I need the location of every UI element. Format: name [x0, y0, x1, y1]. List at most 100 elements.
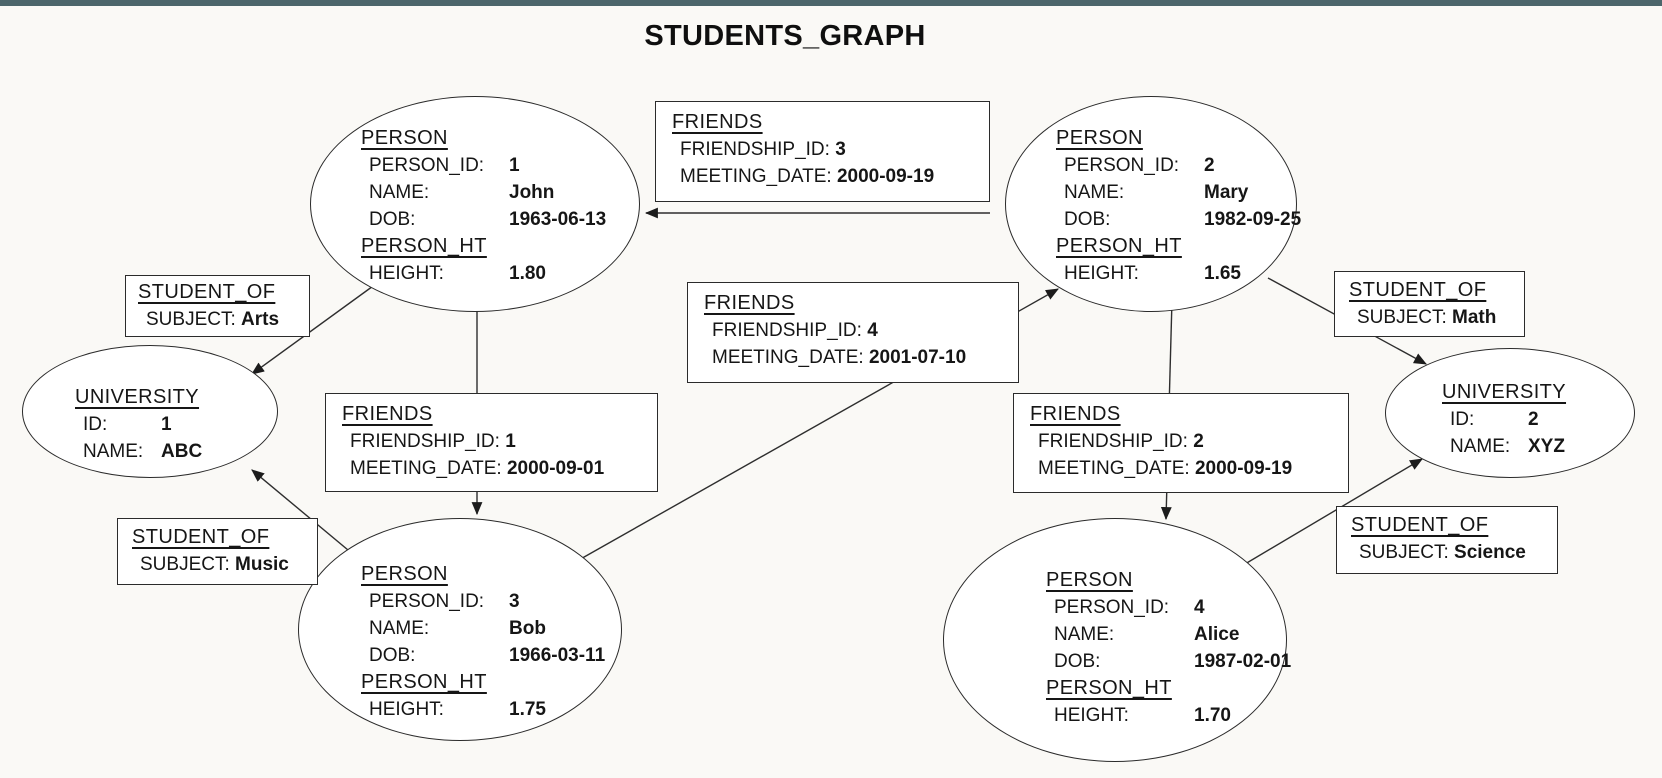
node-type-label: PERSON	[361, 563, 448, 585]
property-label: NAME:	[1450, 436, 1511, 457]
property-label: DOB:	[1054, 651, 1101, 672]
property-value: 3	[509, 591, 520, 612]
relationship-type-label: FRIENDS	[672, 111, 763, 133]
property-row: DOB: 1963-06-13	[361, 206, 639, 233]
relationship-type-label: STUDENT_OF	[1349, 279, 1487, 301]
relationship-type-label: STUDENT_OF	[138, 281, 276, 303]
property-value: ABC	[161, 441, 203, 462]
property-value: 1982-09-25	[1204, 209, 1302, 230]
window-accent-bar	[0, 0, 1662, 6]
property-value: Bob	[509, 618, 546, 639]
node-type-label: PERSON_HT	[361, 235, 487, 257]
node-type-label: UNIVERSITY	[1442, 381, 1567, 403]
university-node-1: UNIVERSITY ID: 1 NAME:ABC	[22, 345, 278, 478]
property-row: PERSON_ID: 1	[361, 152, 639, 179]
property-row: FRIENDSHIP_ID: 3	[672, 136, 989, 163]
property-row: FRIENDSHIP_ID: 1	[342, 428, 657, 455]
property-value: 2	[1204, 155, 1215, 176]
property-row: FRIENDSHIP_ID: 4	[704, 317, 1018, 344]
property-value: 1.65	[1204, 263, 1241, 284]
node-type-label: PERSON_HT	[1046, 677, 1172, 699]
property-row: SUBJECT: Music	[132, 551, 317, 578]
property-label: HEIGHT:	[1064, 263, 1139, 284]
student-of-box-science: STUDENT_OF SUBJECT: Science	[1336, 506, 1558, 574]
property-label: SUBJECT:	[1359, 542, 1449, 563]
property-value: Arts	[241, 309, 280, 330]
property-label: FRIENDSHIP_ID:	[680, 139, 830, 160]
node-type-label: PERSON	[1056, 127, 1143, 149]
property-value: 2000-09-19	[1194, 458, 1293, 479]
student-of-box-arts: STUDENT_OF SUBJECT: Arts	[125, 275, 310, 337]
property-value: 1966-03-11	[509, 645, 606, 666]
property-value: Alice	[1194, 624, 1240, 645]
property-label: NAME:	[369, 618, 430, 639]
property-value: 1	[505, 431, 516, 452]
edge-student-of-music-bob-u1	[251, 469, 361, 561]
friends-box-1: FRIENDS FRIENDSHIP_ID: 1 MEETING_DATE: 2…	[325, 393, 658, 492]
property-row: NAME: Alice	[1046, 621, 1286, 648]
property-row: PERSON_ID:2	[1056, 152, 1296, 179]
node-type-label: PERSON_HT	[1056, 235, 1182, 257]
property-value: 1.80	[509, 263, 546, 284]
relationship-type-label: STUDENT_OF	[132, 526, 270, 548]
property-row: FRIENDSHIP_ID: 2	[1030, 428, 1348, 455]
relationship-type-label: FRIENDS	[1030, 403, 1121, 425]
property-value: 2	[1193, 431, 1204, 452]
node-type-label: PERSON	[1046, 569, 1133, 591]
person-node-bob: PERSON PERSON_ID: 3 NAME: Bob DOB: 1966-03-…	[298, 518, 622, 741]
property-label: MEETING_DATE:	[350, 458, 502, 479]
property-row: NAME:John	[361, 179, 639, 206]
property-row: DOB: 1987-02-01	[1046, 648, 1291, 675]
property-label: FRIENDSHIP_ID:	[1038, 431, 1188, 452]
property-value: Music	[235, 554, 289, 575]
property-row: MEETING_DATE: 2000-09-19	[672, 163, 989, 190]
person-node-alice: PERSON PERSON_ID:4 NAME: Alice DOB: 1987-0…	[943, 518, 1291, 762]
property-row: SUBJECT: Science	[1351, 539, 1557, 566]
node-type-label: UNIVERSITY	[75, 386, 200, 408]
property-row: DOB: 1982-09-25	[1056, 206, 1301, 233]
friends-box-3: FRIENDS FRIENDSHIP_ID: 3 MEETING_DATE: 2…	[655, 101, 990, 202]
property-label: PERSON_ID:	[369, 591, 485, 612]
property-label: NAME:	[1054, 624, 1115, 645]
property-row: NAME:ABC	[75, 438, 277, 465]
property-label: HEIGHT:	[1054, 705, 1129, 726]
property-row: MEETING_DATE: 2000-09-19	[1030, 455, 1348, 482]
property-value: 4	[1194, 597, 1205, 618]
property-value: 2000-09-01	[506, 458, 605, 479]
diagram-title: STUDENTS_GRAPH	[644, 20, 926, 52]
property-row: HEIGHT:1.70	[1046, 702, 1286, 729]
property-row: PERSON_ID: 3	[361, 588, 621, 615]
person-node-mary: PERSON PERSON_ID:2 NAME: Mary DOB: 1982-09…	[1005, 96, 1301, 312]
property-label: FRIENDSHIP_ID:	[712, 320, 862, 341]
property-value: XYZ	[1528, 436, 1565, 457]
property-row: HEIGHT: 1.75	[361, 696, 621, 723]
property-label: DOB:	[1064, 209, 1111, 230]
property-row: PERSON_ID:4	[1046, 594, 1286, 621]
property-value: 1	[161, 414, 172, 435]
property-value: 1	[509, 155, 520, 176]
property-label: ID:	[83, 414, 108, 435]
property-value: 1.75	[509, 699, 546, 720]
property-label: FRIENDSHIP_ID:	[350, 431, 500, 452]
edge-student-of-arts-john-u1	[251, 280, 381, 375]
property-label: HEIGHT:	[369, 699, 444, 720]
property-value: 1987-02-01	[1194, 651, 1292, 672]
property-row: NAME: Mary	[1056, 179, 1296, 206]
property-label: SUBJECT:	[140, 554, 230, 575]
property-row: ID: 1	[75, 411, 277, 438]
property-label: SUBJECT:	[1357, 307, 1447, 328]
property-value: 4	[867, 320, 878, 341]
property-label: DOB:	[369, 645, 416, 666]
edge-student-of-science-alice-u2	[1239, 458, 1423, 568]
property-value: Mary	[1204, 182, 1249, 203]
property-label: DOB:	[369, 209, 416, 230]
property-value: Math	[1452, 307, 1497, 328]
property-label: SUBJECT:	[146, 309, 236, 330]
property-value: 1963-06-13	[509, 209, 607, 230]
node-type-label: PERSON_HT	[361, 671, 487, 693]
node-type-label: PERSON	[361, 127, 448, 149]
property-label: PERSON_ID:	[369, 155, 485, 176]
property-label: NAME:	[1064, 182, 1125, 203]
relationship-type-label: STUDENT_OF	[1351, 514, 1489, 536]
